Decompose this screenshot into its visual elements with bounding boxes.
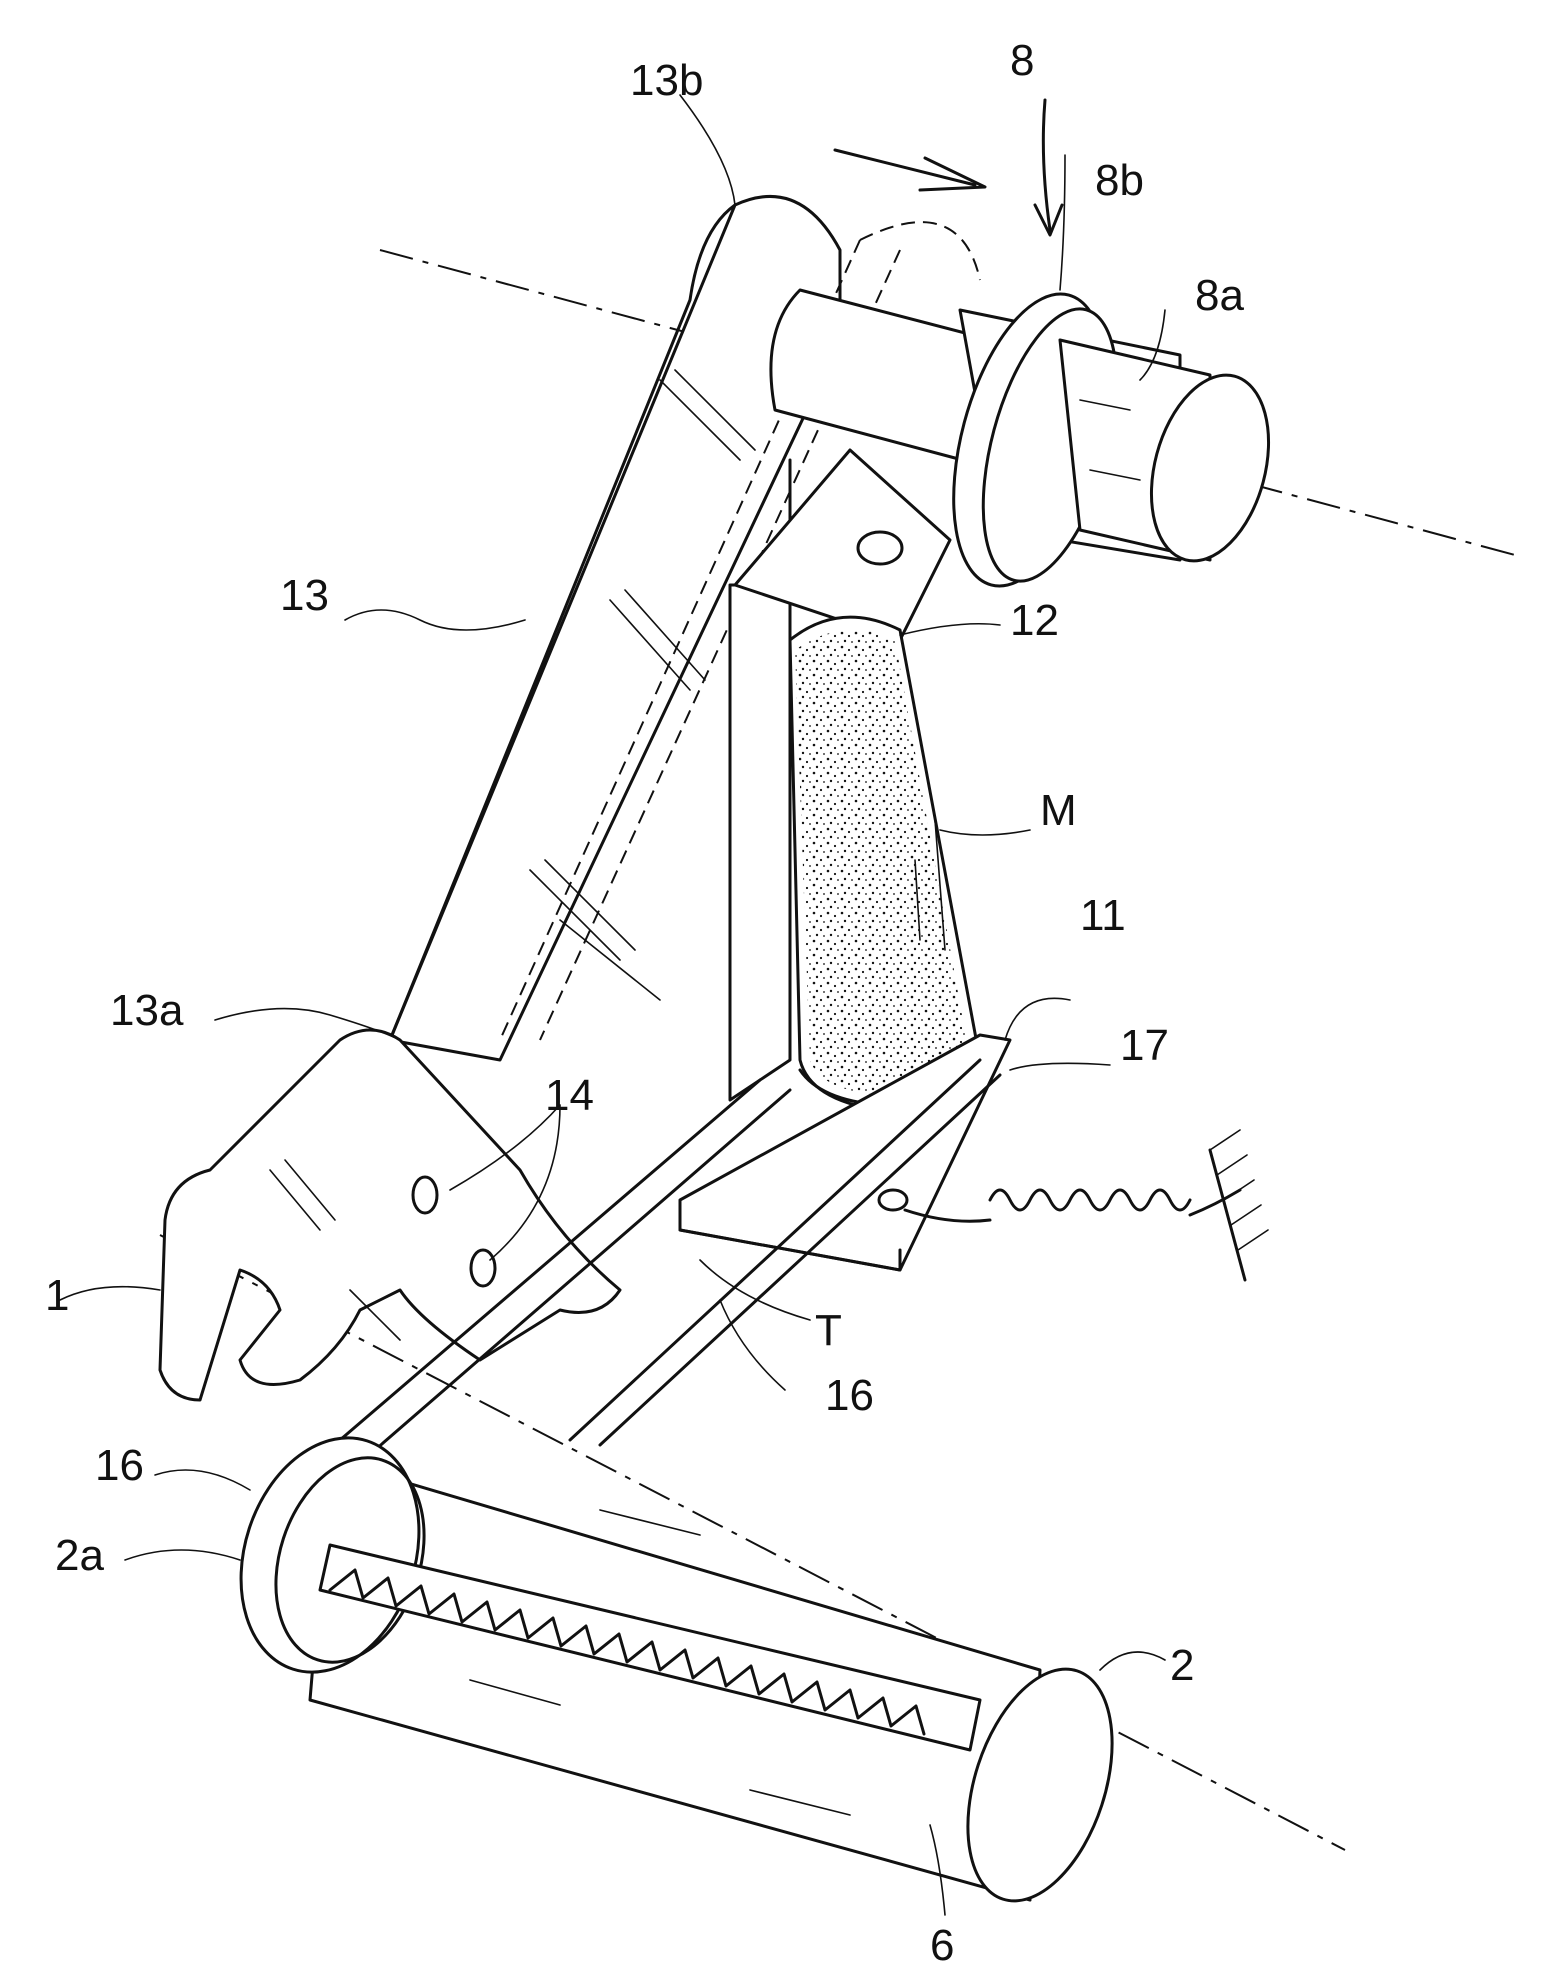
label-8: 8 (1010, 36, 1034, 85)
label-M: M (1040, 786, 1077, 835)
ground-hatch (1210, 1130, 1268, 1250)
label-16-left: 16 (95, 1441, 144, 1490)
label-8a: 8a (1195, 271, 1244, 320)
label-2: 2 (1170, 1641, 1194, 1690)
label-14: 14 (545, 1071, 594, 1120)
roller-2 (212, 1415, 1139, 1920)
label-16-right: 16 (825, 1371, 874, 1420)
rotation-arrow (835, 150, 985, 190)
label-12: 12 (1010, 596, 1059, 645)
label-13a: 13a (110, 986, 184, 1035)
label-11: 11 (1080, 891, 1126, 940)
label-6: 6 (930, 1921, 954, 1970)
label-13: 13 (280, 571, 329, 620)
label-8b: 8b (1095, 156, 1144, 205)
label-17: 17 (1120, 1021, 1169, 1070)
label-T: T (815, 1306, 842, 1355)
label-1: 1 (45, 1271, 69, 1320)
label-13b: 13b (630, 56, 703, 105)
spring (905, 1130, 1268, 1280)
magnet-m (790, 617, 985, 1110)
pointer-arrow-8 (1035, 100, 1062, 235)
label-2a: 2a (55, 1531, 104, 1580)
